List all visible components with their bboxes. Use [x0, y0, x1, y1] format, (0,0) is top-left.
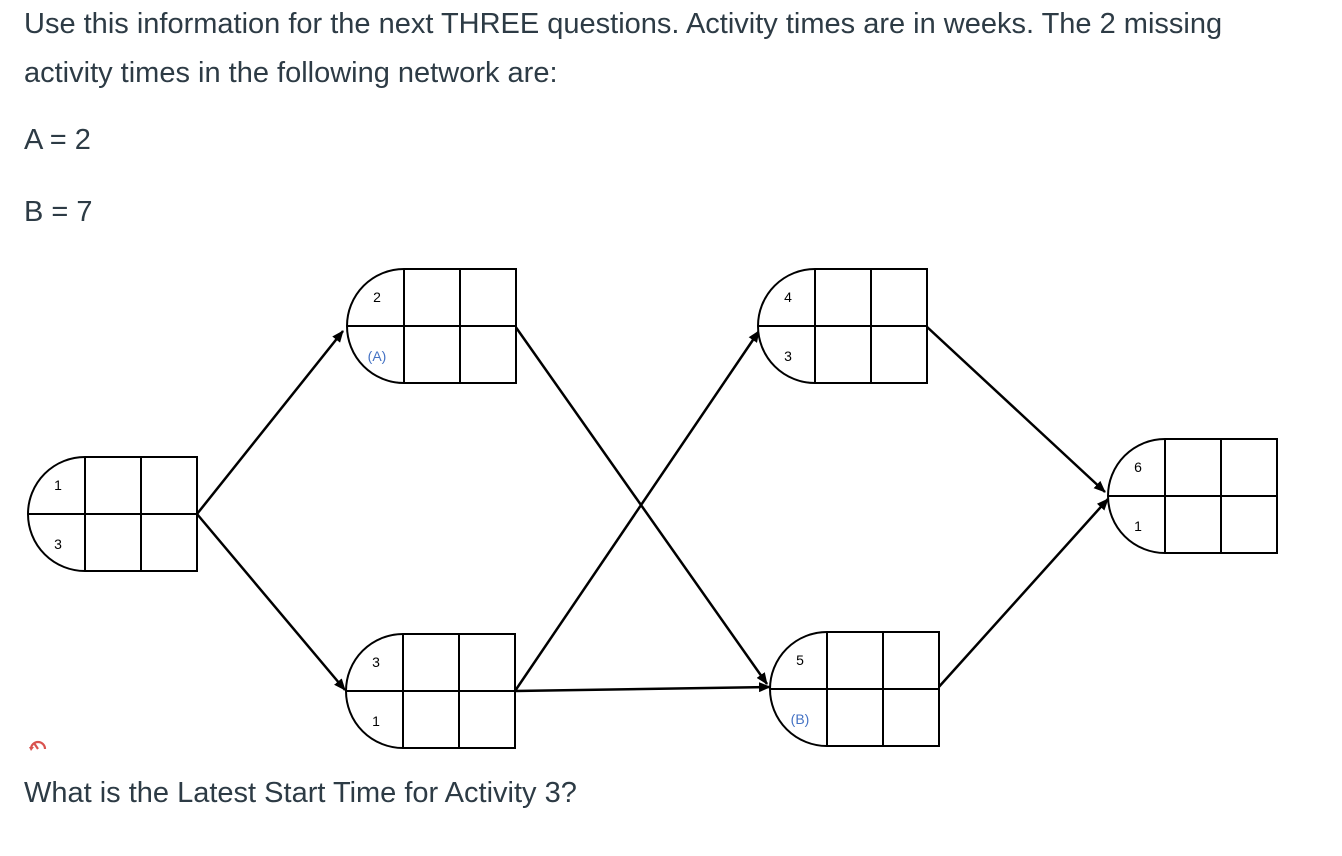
- edge-3-4: [513, 330, 761, 692]
- node-duration-label: 1: [372, 713, 380, 729]
- node-activity-label: 6: [1134, 459, 1142, 475]
- node-activity-label: 1: [54, 477, 62, 493]
- edge-1-3: [196, 513, 346, 691]
- edge-5-6: [936, 498, 1109, 690]
- node-duration-label: (A): [368, 348, 387, 364]
- node-6: 61: [1106, 438, 1278, 554]
- given-b: B = 7: [24, 196, 93, 228]
- edge-3-5: [514, 682, 771, 693]
- node-activity-label: 2: [373, 289, 381, 305]
- node-duration-label: 1: [1134, 518, 1142, 534]
- node-2: 2 (A): [345, 268, 517, 384]
- node-activity-label: 4: [784, 289, 792, 305]
- node-3: 31: [344, 633, 516, 749]
- edges: [196, 325, 1109, 693]
- given-a: A = 2: [24, 124, 91, 156]
- edge-4-6: [925, 325, 1106, 493]
- reload-icon[interactable]: [28, 736, 48, 756]
- node-5: 5 (B): [768, 631, 940, 747]
- node-activity-label: 3: [372, 654, 380, 670]
- question-text: What is the Latest Start Time for Activi…: [24, 777, 577, 809]
- edge-1-2: [196, 330, 344, 515]
- node-duration-label: 3: [784, 348, 792, 364]
- node-1: 13: [26, 456, 198, 572]
- node-activity-label: 5: [796, 652, 804, 668]
- intro-text: Use this information for the next THREE …: [24, 8, 1223, 89]
- node-4: 43: [756, 268, 928, 384]
- node-duration-label: 3: [54, 536, 62, 552]
- node-duration-label: (B): [791, 711, 810, 727]
